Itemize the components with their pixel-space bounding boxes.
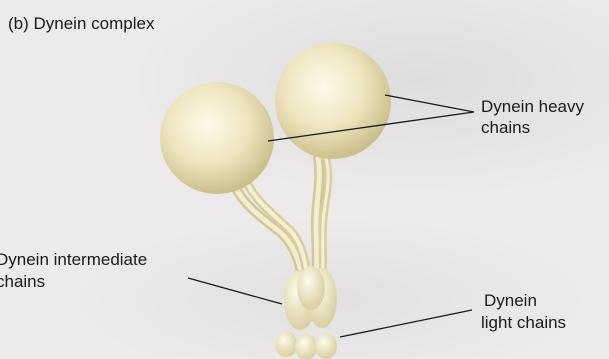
intermediate-chains-label-line2: chains: [0, 272, 45, 292]
light-chains-label-line1: Dynein: [484, 291, 537, 311]
heavy-chain-leader-1: [385, 95, 474, 112]
intermediate-chain-leader: [188, 278, 282, 304]
heavy-chain-head-right: [275, 43, 391, 159]
light-chains: [275, 331, 337, 359]
intermediate-chains: [284, 266, 337, 330]
heavy-chains-label-line2: chains: [481, 118, 530, 138]
heavy-chain-heads: [160, 43, 391, 194]
heavy-chains-label-line1: Dynein heavy: [481, 97, 584, 117]
light-chain-leader: [340, 310, 472, 337]
light-chains-label-line2: light chains: [481, 313, 566, 333]
heavy-chain-head-left: [160, 82, 274, 194]
intermediate-chains-label-line1: Dynein intermediate: [0, 250, 147, 270]
